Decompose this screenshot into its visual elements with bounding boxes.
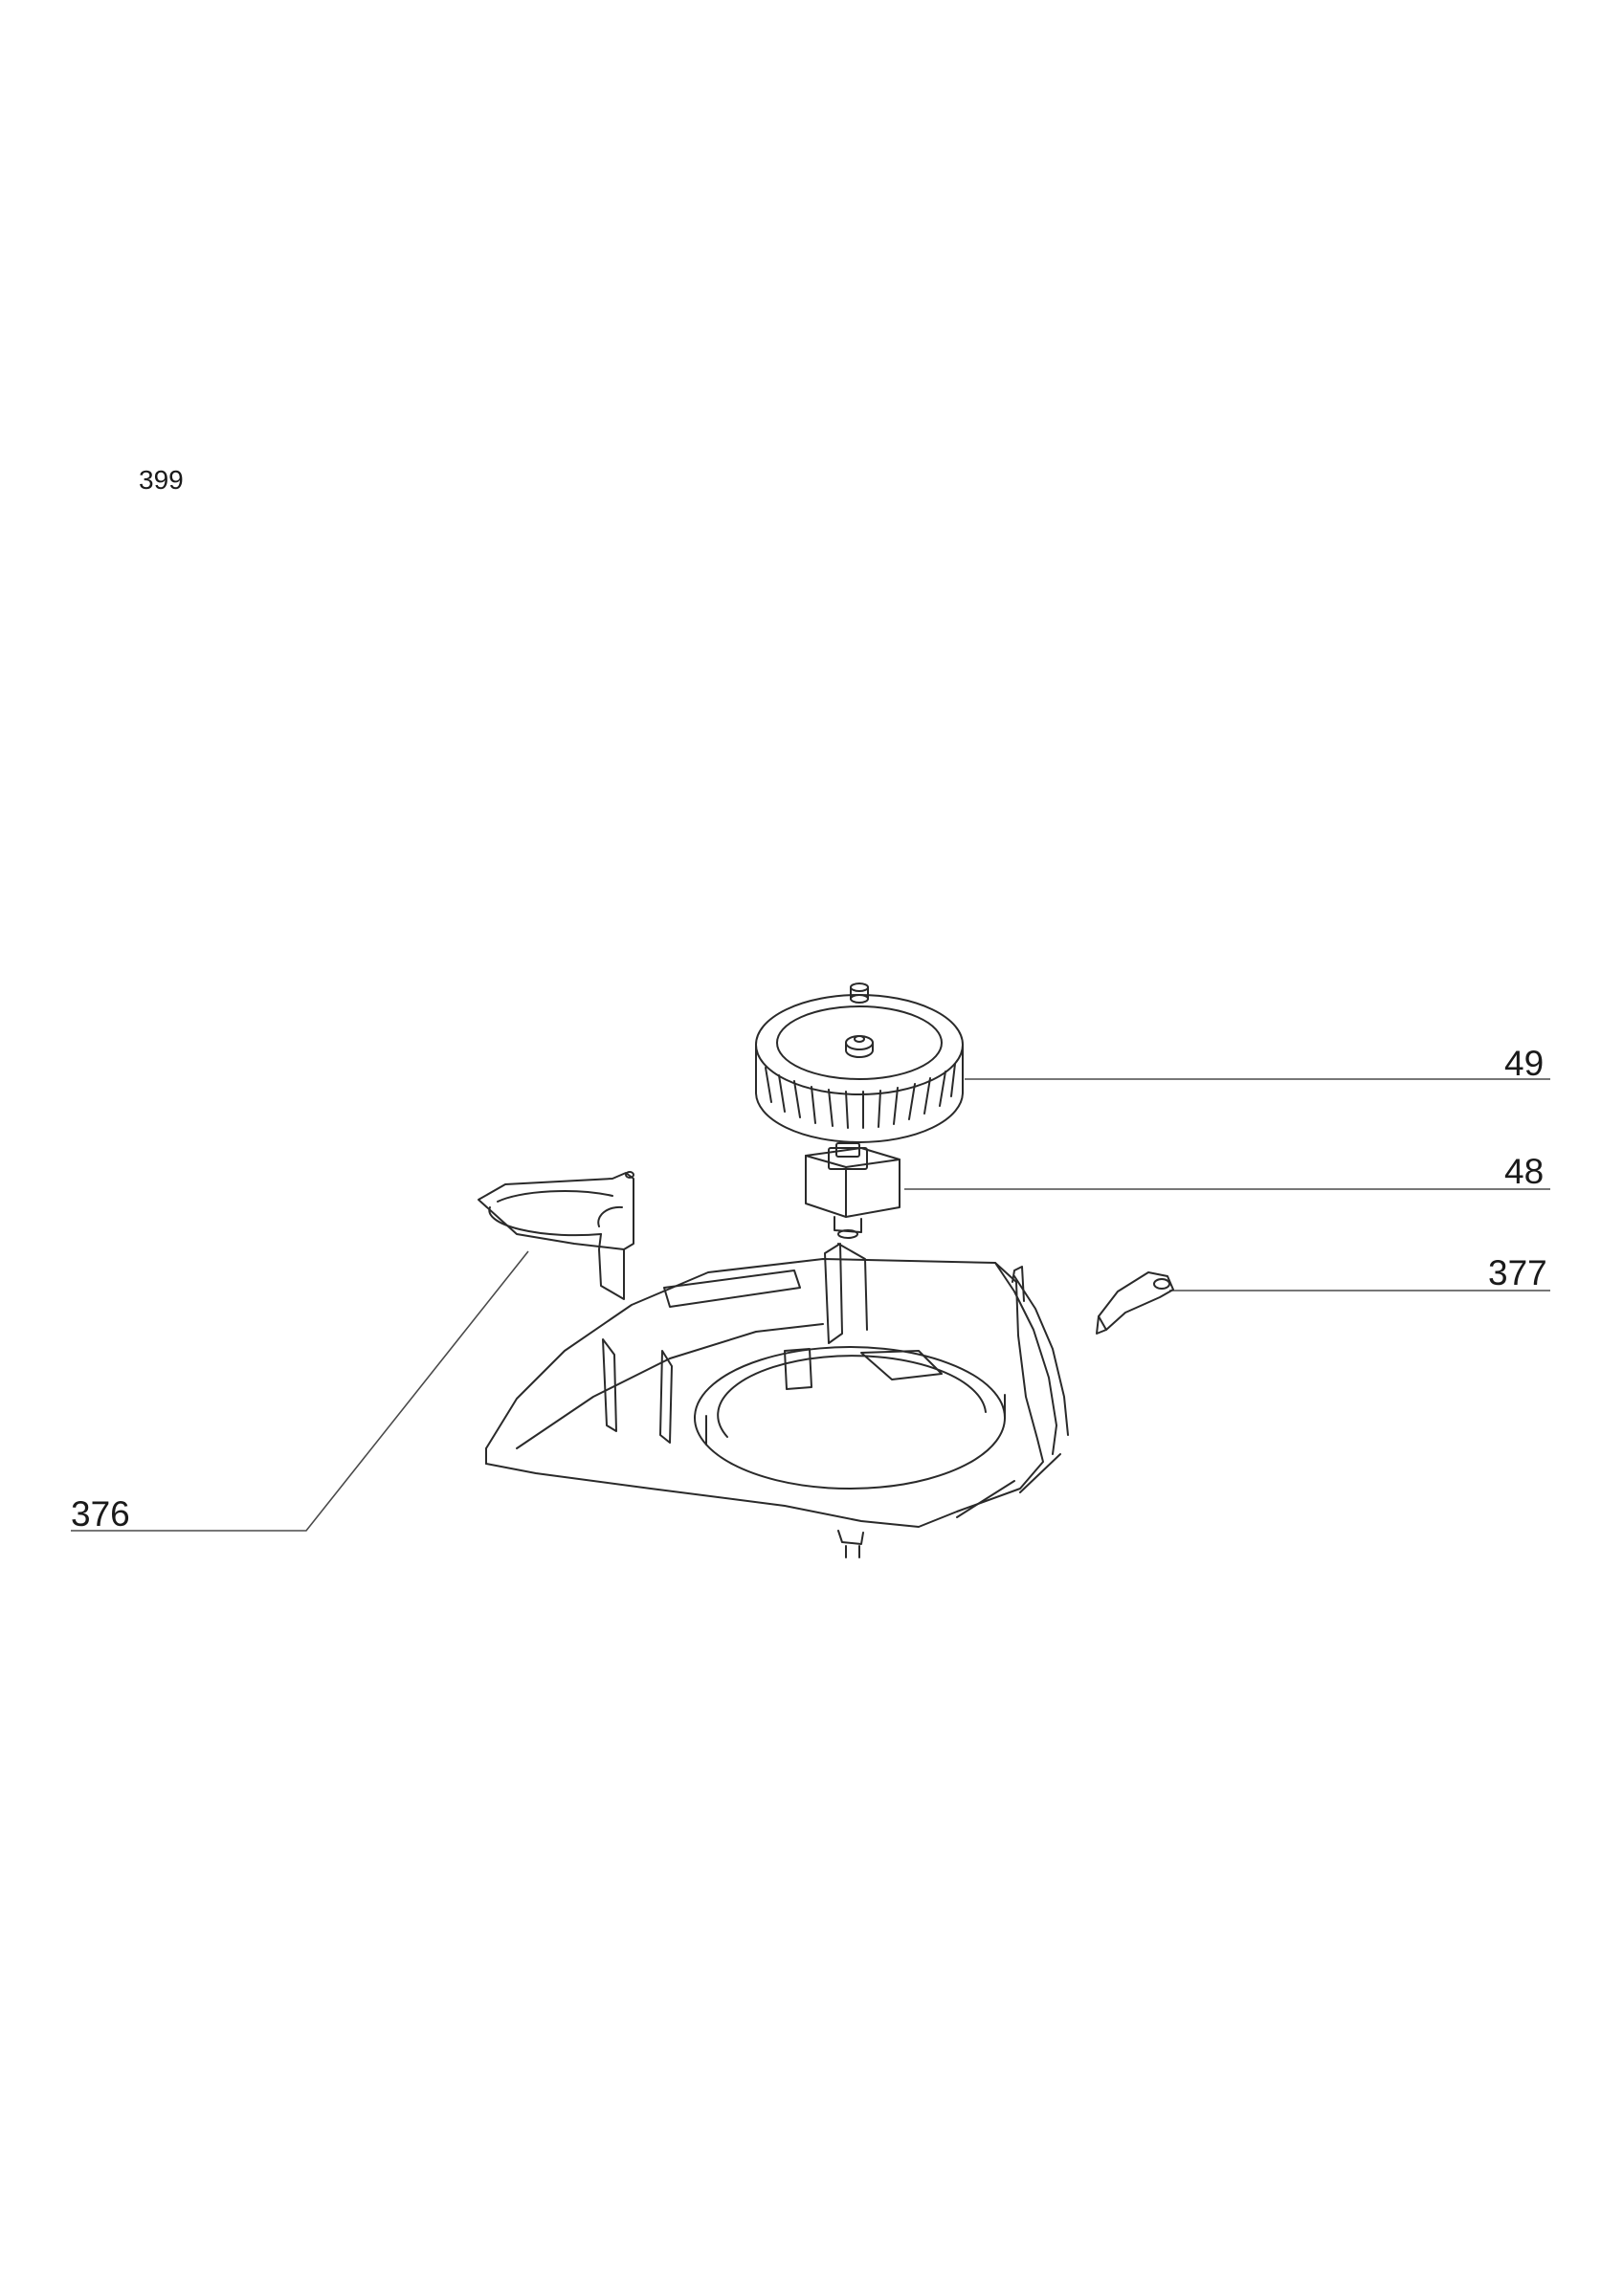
blower-wheel <box>755 982 964 1143</box>
callout-label-377: 377 <box>1488 1253 1547 1292</box>
leader-line-376 <box>71 1250 529 1532</box>
clip <box>1096 1271 1174 1335</box>
air-guide <box>478 1171 634 1300</box>
callout-label-48: 48 <box>1504 1152 1545 1191</box>
page-number: 399 <box>139 465 184 495</box>
callout-label-376: 376 <box>71 1494 130 1534</box>
leader-lines <box>71 1078 1550 1532</box>
callout-label-49: 49 <box>1504 1044 1545 1083</box>
motor <box>805 1142 900 1239</box>
housing <box>485 1243 1069 1558</box>
